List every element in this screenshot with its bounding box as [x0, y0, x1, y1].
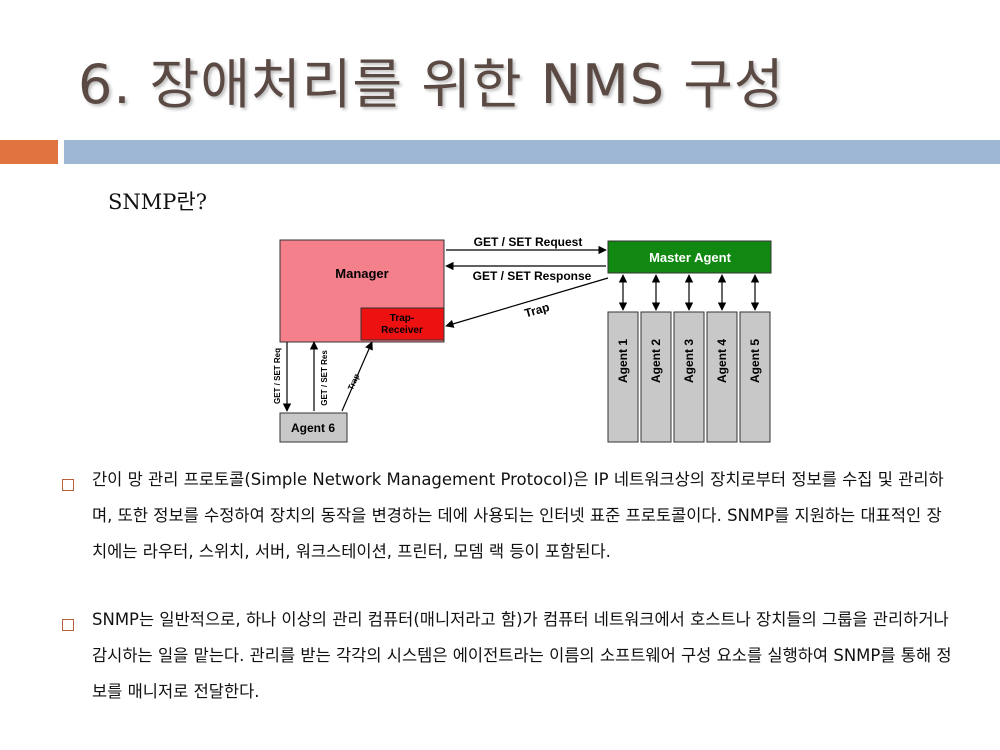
master-agent-label: Master Agent	[649, 250, 732, 265]
agent6-response-label: GET / SET Res	[320, 350, 329, 406]
agent-1-box	[607, 311, 639, 443]
trap-arrow	[445, 277, 609, 328]
bullet-2-icon	[62, 619, 74, 631]
snmp-diagram: Manager Trap- Receiver Master Agent Agen…	[273, 235, 772, 443]
agents-group: Agent 1 Agent 2 Agent 3 Agent 4 Agent 5	[607, 274, 771, 443]
trap-receiver-label-1: Trap-	[390, 313, 414, 324]
request-label: GET / SET Request	[474, 235, 583, 249]
paragraph-2: SNMP는 일반적으로, 하나 이상의 관리 컴퓨터(매니저라고 함)가 컴퓨터…	[92, 610, 952, 701]
trap-label: Trap	[523, 300, 551, 320]
agent6-trap-arrow	[341, 341, 373, 412]
agent-2-label: Agent 2	[649, 339, 663, 383]
slide-title: 6. 장애처리를 위한 NMS 구성	[78, 53, 785, 116]
agent-4-label: Agent 4	[715, 339, 729, 383]
agent6-box	[279, 412, 348, 443]
agent-5-box	[739, 311, 771, 443]
agent-3-box	[673, 311, 705, 443]
section-subtitle: SNMP란?	[108, 190, 207, 214]
agent-2-box	[640, 311, 672, 443]
response-label: GET / SET Response	[473, 269, 592, 283]
master-agent-box	[607, 240, 772, 274]
trap-receiver-label-2: Receiver	[381, 325, 423, 336]
agent-1-label: Agent 1	[616, 339, 630, 383]
trap-receiver-box	[360, 307, 445, 341]
agent6-request-label: GET / SET Req	[273, 348, 282, 404]
bullet-1-icon	[62, 479, 74, 491]
agent6-label: Agent 6	[291, 421, 335, 435]
agent-4-box	[706, 311, 738, 443]
accent-bar-orange	[0, 140, 58, 164]
manager-label: Manager	[335, 266, 388, 281]
agent-5-label: Agent 5	[748, 339, 762, 383]
accent-bar-blue	[64, 140, 1000, 164]
paragraph-1: 간이 망 관리 프로토콜(Simple Network Management P…	[92, 470, 944, 561]
agent6-trap-label: Trap	[346, 372, 361, 391]
agent-3-label: Agent 3	[682, 339, 696, 383]
